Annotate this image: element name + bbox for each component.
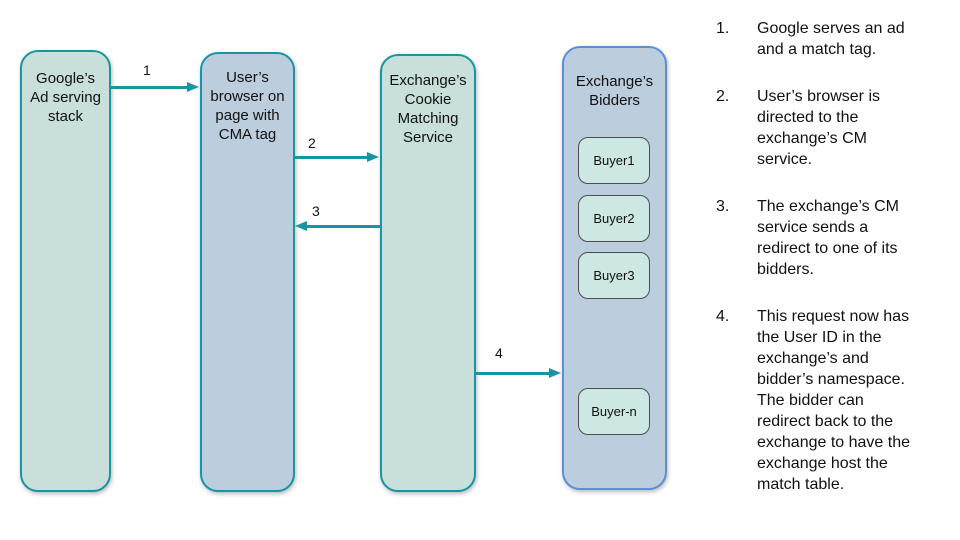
buyer-box-2: Buyer2 [578,195,650,242]
step-text: Google serves an ad and a match tag. [757,20,905,58]
list-item: 4. This request now has the User ID in t… [716,306,948,495]
node-exchange-bidders: Exchange’s Bidders Buyer1 Buyer2 Buyer3 … [562,46,667,490]
buyer-box-3: Buyer3 [578,252,650,299]
list-item: 3. The exchange’s CM service sends a red… [716,196,948,280]
step-number: 4. [716,308,730,325]
node-user-browser: User’s browser on page with CMA tag [200,52,295,492]
step-text: This request now has the User ID in the … [757,308,911,493]
flow-arrow-2-line [295,156,367,159]
flow-arrow-1-head-icon [187,82,199,92]
buyer-box-n: Buyer-n [578,388,650,435]
flow-arrow-2-head-icon [367,152,379,162]
flow-arrow-4-label: 4 [495,345,503,361]
node-label: Exchange’s Cookie Matching Service [389,72,467,146]
list-item: 2. User’s browser is directed to the exc… [716,86,948,170]
flow-arrow-3-label: 3 [312,203,320,219]
node-google-ad-serving-stack: Google’s Ad serving stack [20,50,111,492]
step-number: 1. [716,20,730,37]
flow-arrow-1-line [110,86,187,89]
node-label: Exchange’s Bidders [575,73,654,109]
node-cookie-matching-service: Exchange’s Cookie Matching Service [380,54,476,492]
flow-arrow-3-line [307,225,380,228]
flow-arrow-4-line [476,372,549,375]
list-item: 1. Google serves an ad and a match tag. [716,18,948,60]
node-label: User’s browser on page with CMA tag [210,69,285,143]
flow-arrow-4-head-icon [549,368,561,378]
step-text: The exchange’s CM service sends a redire… [757,198,899,278]
flow-arrow-1-label: 1 [143,62,151,78]
buyer-box-1: Buyer1 [578,137,650,184]
flow-arrow-3-head-icon [295,221,307,231]
node-label: Google’s Ad serving stack [30,70,101,125]
steps-list: 1. Google serves an ad and a match tag. … [716,18,948,521]
step-number: 2. [716,88,730,105]
step-text: User’s browser is directed to the exchan… [757,88,880,168]
flow-arrow-2-label: 2 [308,135,316,151]
step-number: 3. [716,198,730,215]
